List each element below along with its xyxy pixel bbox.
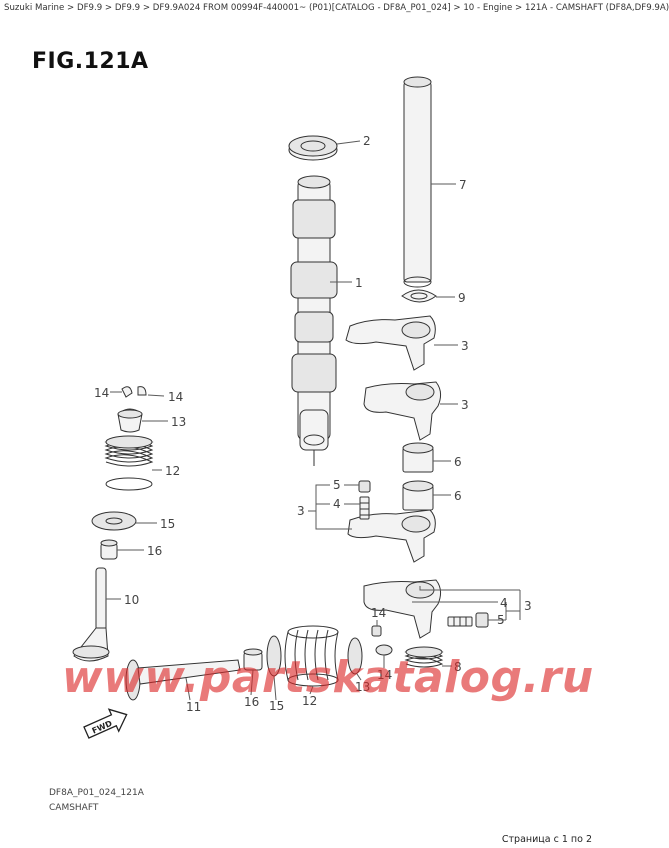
part-5-nut-upper[interactable] [358, 480, 371, 493]
callout-labels: 2 7 1 9 3 3 6 6 5 4 3 4 3 5 14 14 13 12 … [94, 134, 532, 714]
figure-name: CAMSHAFT [49, 803, 99, 813]
figure-code: DF8A_P01_024_121A [49, 788, 144, 798]
page-counter: Страница с 1 по 2 [501, 834, 592, 845]
part-9-gasket[interactable] [401, 289, 437, 303]
callout-5-lower[interactable]: 5 [497, 613, 505, 627]
callout-13-upper[interactable]: 13 [171, 415, 186, 429]
breadcrumb-item-model[interactable]: DF9.9 [76, 3, 103, 13]
part-8-valve-spring-right[interactable] [404, 646, 444, 668]
callout-14-lower-right[interactable]: 14 [377, 668, 392, 682]
exploded-parts-diagram: 2 7 1 9 3 3 6 6 5 4 3 4 3 5 14 14 13 12 … [72, 76, 532, 739]
part-4-adjust-screw-lower[interactable] [447, 616, 473, 627]
fwd-label: FWD [91, 719, 114, 736]
part-3-rocker-arm-exploded-upper[interactable] [347, 509, 436, 563]
callout-14-right[interactable]: 14 [168, 390, 183, 404]
callout-14-lower[interactable]: 14 [371, 606, 386, 620]
watermark: www.partskatalog.ru [62, 652, 594, 703]
callout-7[interactable]: 7 [459, 178, 467, 192]
callout-1[interactable]: 1 [355, 276, 363, 290]
callout-14-left[interactable]: 14 [94, 386, 109, 400]
callout-16-lower[interactable]: 16 [244, 695, 259, 709]
callout-15-upper[interactable]: 15 [160, 517, 175, 531]
callout-3-upper[interactable]: 3 [461, 339, 469, 353]
breadcrumb-item-section[interactable]: 10 - Engine [463, 3, 513, 13]
callout-12-upper[interactable]: 12 [165, 464, 180, 478]
callout-16-upper[interactable]: 16 [147, 544, 162, 558]
part-12-valve-spring-lower[interactable] [284, 625, 339, 687]
callout-11[interactable]: 11 [186, 700, 201, 714]
breadcrumb-item-current: 121A - CAMSHAFT (DF8A,DF9.9A) [524, 3, 669, 13]
fwd-direction-arrow: FWD [83, 708, 128, 739]
figure-title: FIG.121A [32, 49, 149, 74]
callout-6-lower[interactable]: 6 [454, 489, 462, 503]
part-3-rocker-arm-lower[interactable] [363, 381, 442, 441]
callout-3-right[interactable]: 3 [524, 599, 532, 613]
callout-4-upper[interactable]: 4 [333, 497, 341, 511]
part-15-spring-seat-upper[interactable] [91, 511, 137, 531]
part-12-valve-spring-upper[interactable] [104, 435, 154, 491]
part-10-intake-valve[interactable] [72, 567, 110, 662]
callout-4-lower[interactable]: 4 [500, 596, 508, 610]
breadcrumb-item-model-variant[interactable]: DF9.9 [114, 3, 141, 13]
callout-6-upper[interactable]: 6 [454, 455, 462, 469]
callout-9[interactable]: 9 [458, 291, 466, 305]
part-4-adjust-screw-upper[interactable] [359, 496, 370, 520]
callout-3-left[interactable]: 3 [297, 504, 305, 518]
part-6-sleeve-lower[interactable] [402, 480, 434, 511]
callout-15-lower[interactable]: 15 [269, 699, 284, 713]
breadcrumb-item-catalog[interactable]: DF9.9A024 FROM 00994F-440001~ (P01)[CATA… [152, 3, 451, 13]
part-14-cotter-upper[interactable] [121, 386, 147, 398]
callout-8[interactable]: 8 [454, 660, 462, 674]
part-14-cotter-lower[interactable] [371, 625, 382, 637]
part-7-tube[interactable] [403, 76, 432, 288]
part-6-sleeve-upper[interactable] [402, 442, 434, 473]
part-13-spring-retainer-upper[interactable] [117, 408, 143, 433]
callout-2[interactable]: 2 [363, 134, 371, 148]
callout-3-second[interactable]: 3 [461, 398, 469, 412]
leader-lines [106, 140, 521, 701]
callout-12-lower[interactable]: 12 [302, 694, 317, 708]
part-3-rocker-arm-upper[interactable] [345, 315, 436, 371]
part-16-valve-seal-upper[interactable] [100, 539, 118, 560]
part-2-oil-seal[interactable] [288, 135, 338, 161]
callout-10[interactable]: 10 [124, 593, 139, 607]
breadcrumb-item-brand[interactable]: Suzuki Marine [4, 3, 65, 13]
callout-13-lower[interactable]: 13 [355, 680, 370, 694]
part-1-camshaft[interactable] [290, 175, 338, 466]
part-13-spring-retainer-lower[interactable] [347, 637, 363, 675]
part-5-nut-lower[interactable] [475, 612, 489, 628]
callout-5-upper[interactable]: 5 [333, 478, 341, 492]
breadcrumb: Suzuki Marine > DF9.9 > DF9.9 > DF9.9A02… [4, 3, 669, 13]
part-11-exhaust-valve[interactable] [125, 659, 241, 701]
